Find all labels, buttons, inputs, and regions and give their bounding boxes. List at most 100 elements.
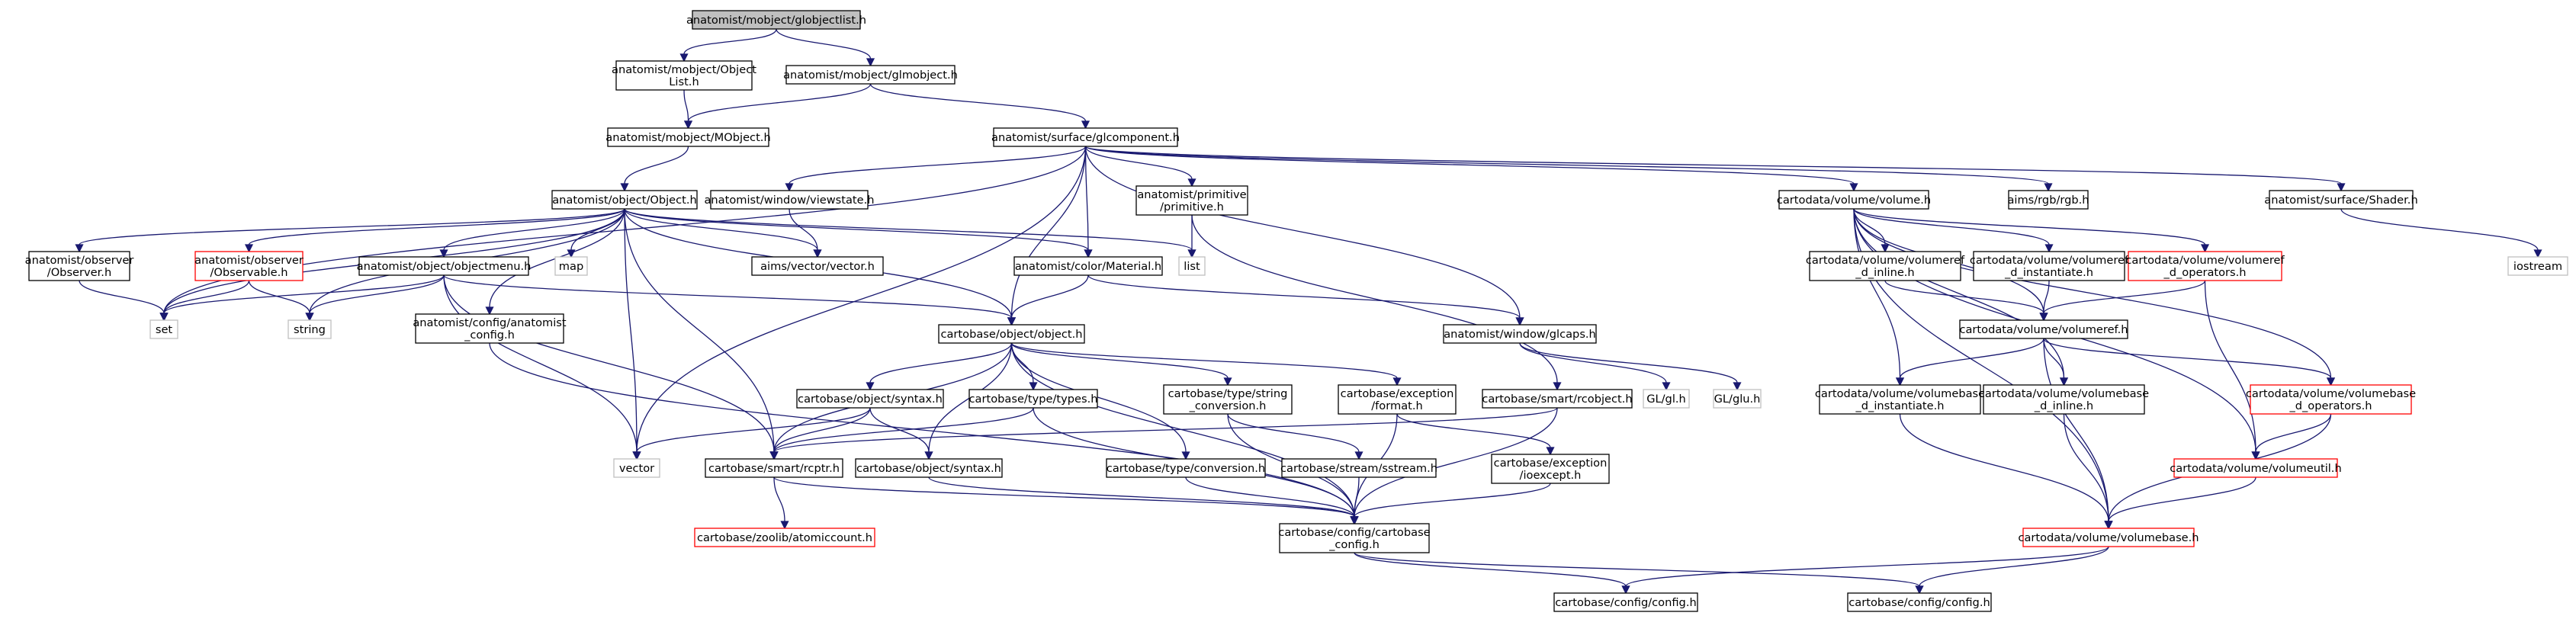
- edge-glcomponent-to-volume: [1084, 146, 1858, 192]
- node-config2[interactable]: cartobase/config/config.h: [1847, 592, 1992, 612]
- edge-glcomponent-to-primitive: [1084, 146, 1196, 188]
- node-label: _d_instantiate.h: [2004, 266, 2093, 279]
- node-label: cartodata/volume/volumebase: [1815, 387, 1985, 400]
- edge-volume-to-volref_ops: [1853, 208, 2210, 253]
- edge-rcptr-to-atomiccount: [773, 476, 789, 530]
- node-observable[interactable]: anatomist/observer/Observable.h: [194, 251, 304, 281]
- node-material[interactable]: anatomist/color/Material.h: [1013, 256, 1163, 276]
- node-label: anatomist/observer: [194, 254, 304, 267]
- node-observer[interactable]: anatomist/observer/Observer.h: [25, 251, 134, 281]
- edge-rcobject-to-rcptr: [769, 407, 1558, 460]
- node-volbase-ops[interactable]: cartodata/volume/volumebase_d_operators.…: [2246, 384, 2416, 415]
- node-label: anatomist/observer: [25, 254, 134, 267]
- edge-volumeref-to-volbase_inst: [1895, 338, 2044, 386]
- node-cobject[interactable]: cartobase/object/object.h: [938, 324, 1085, 344]
- node-sstream[interactable]: cartobase/stream/sstream.h: [1280, 458, 1437, 478]
- node-rgb[interactable]: aims/rgb/rgb.h: [2007, 190, 2089, 210]
- node-label: _d_operators.h: [2289, 399, 2372, 412]
- node-volumeutil[interactable]: cartodata/volume/volumeutil.h: [2170, 458, 2342, 478]
- node-label: cartobase/type/string: [1168, 387, 1288, 400]
- node-excformat[interactable]: cartobase/exception/format.h: [1338, 384, 1457, 415]
- edge-cobject-to-strconv: [1010, 342, 1232, 386]
- node-label: cartobase/config/cartobase: [1278, 526, 1430, 539]
- node-label: cartodata/volume/volumebase: [1979, 387, 2149, 400]
- edge-cobject-to-excformat: [1010, 342, 1402, 386]
- edge-object-to-material: [624, 208, 1093, 258]
- node-label: _d_inline.h: [1855, 266, 1914, 279]
- node-syntax-bot[interactable]: cartobase/object/syntax.h: [855, 458, 1003, 478]
- node-label: _config.h: [464, 329, 515, 342]
- edge-observable-to-set: [159, 280, 250, 322]
- edge-volumeutil-to-volumebase: [2104, 476, 2256, 530]
- node-objectmenu[interactable]: anatomist/object/objectmenu.h: [357, 256, 532, 276]
- node-label: cartodata/volume/volume.h: [1777, 194, 1931, 207]
- edge-primitive-to-rcobject: [1191, 214, 1562, 391]
- node-volbase-inst[interactable]: cartodata/volume/volumebase_d_instantiat…: [1815, 384, 1985, 415]
- node-atomiccount[interactable]: cartobase/zoolib/atomiccount.h: [694, 528, 875, 547]
- node-volumebase[interactable]: cartodata/volume/volumebase.h: [2018, 528, 2199, 547]
- edge-glcaps-to-gl: [1519, 342, 1671, 391]
- node-vector-h[interactable]: aims/vector/vector.h: [751, 256, 884, 276]
- node-primitive[interactable]: anatomist/primitive/primitive.h: [1135, 185, 1248, 216]
- node-vector-std[interactable]: vector: [613, 458, 660, 478]
- node-label: cartobase/object/object.h: [940, 328, 1082, 341]
- node-string[interactable]: string: [287, 319, 332, 339]
- edge-glcaps-to-glu: [1519, 342, 1742, 391]
- node-anaconfig[interactable]: anatomist/config/anatomist_config.h: [413, 313, 567, 344]
- node-strconv[interactable]: cartobase/type/string_conversion.h: [1163, 384, 1293, 415]
- edge-glcomponent-to-rgb: [1084, 146, 2053, 192]
- node-glmobject[interactable]: anatomist/mobject/glmobject.h: [783, 65, 958, 85]
- node-config1[interactable]: cartobase/config/config.h: [1553, 592, 1698, 612]
- node-cbconfig[interactable]: cartobase/config/cartobase_config.h: [1278, 523, 1431, 553]
- node-list[interactable]: list: [1178, 256, 1206, 276]
- edge-shader-to-iostream: [2340, 208, 2542, 258]
- node-glcaps[interactable]: anatomist/window/glcaps.h: [1443, 324, 1597, 344]
- node-label: anatomist/object/Object.h: [552, 194, 697, 207]
- node-label: cartobase/stream/sstream.h: [1280, 462, 1437, 475]
- node-set[interactable]: set: [149, 319, 178, 339]
- node-volume[interactable]: cartodata/volume/volume.h: [1777, 190, 1931, 210]
- node-glu[interactable]: GL/glu.h: [1713, 389, 1762, 409]
- node-rcobject[interactable]: cartobase/smart/rcobject.h: [1482, 389, 1633, 409]
- node-types[interactable]: cartobase/type/types.h: [968, 389, 1098, 409]
- node-volumeref[interactable]: cartodata/volume/volumeref.h: [1959, 319, 2128, 339]
- edge-cobject-to-conversion: [1010, 342, 1190, 460]
- node-label: /Observer.h: [47, 266, 111, 279]
- edge-volumeref-to-volbase_inline: [2043, 338, 2069, 386]
- node-volref-inline[interactable]: cartodata/volume/volumeref_d_inline.h: [1806, 251, 1965, 281]
- edge-object-to-objectmenu: [439, 208, 625, 258]
- edge-observer-to-set: [79, 280, 169, 322]
- node-object[interactable]: anatomist/object/Object.h: [551, 190, 698, 210]
- edge-material-to-glcaps: [1087, 274, 1524, 326]
- node-ioexcept[interactable]: cartobase/exception/ioexcept.h: [1491, 454, 1610, 484]
- node-shader[interactable]: anatomist/surface/Shader.h: [2264, 190, 2418, 210]
- node-glcomponent[interactable]: anatomist/surface/glcomponent.h: [991, 127, 1180, 147]
- node-volref-ops[interactable]: cartodata/volume/volumeref_d_operators.h: [2125, 251, 2285, 281]
- node-label: anatomist/window/glcaps.h: [1444, 328, 1596, 341]
- edge-primitive-to-list: [1187, 215, 1196, 258]
- node-map[interactable]: map: [554, 256, 588, 276]
- edge-volumeref-to-volbase_ops: [2043, 338, 2336, 386]
- node-mobject[interactable]: anatomist/mobject/MObject.h: [605, 127, 771, 147]
- node-conversion[interactable]: cartobase/type/conversion.h: [1106, 458, 1266, 478]
- node-iostream[interactable]: iostream: [2507, 256, 2568, 276]
- edge-objectmenu-to-vector_std: [443, 274, 641, 460]
- edge-cbconfig-to-config2: [1354, 552, 1924, 595]
- edge-rcptr-to-cbconfig: [773, 476, 1359, 525]
- node-label: List.h: [669, 75, 699, 88]
- node-volref-inst[interactable]: cartodata/volume/volumeref_d_instantiate…: [1970, 251, 2129, 281]
- node-label: anatomist/object/objectmenu.h: [357, 260, 532, 273]
- node-label: cartobase/config/config.h: [1848, 596, 1990, 609]
- node-label: anatomist/primitive: [1137, 188, 1246, 201]
- edge-volbase_ops-to-volumeutil: [2251, 413, 2332, 460]
- node-gl[interactable]: GL/gl.h: [1643, 389, 1690, 409]
- node-label: aims/rgb/rgb.h: [2007, 194, 2089, 207]
- node-label: cartobase/exception: [1494, 457, 1608, 470]
- edge-syntax_top-to-syntax_bot: [869, 407, 933, 460]
- node-syntax-top[interactable]: cartobase/object/syntax.h: [796, 389, 944, 409]
- node-rcptr[interactable]: cartobase/smart/rcptr.h: [705, 458, 843, 478]
- node-viewstate[interactable]: anatomist/window/viewstate.h: [704, 190, 875, 210]
- node-root[interactable]: anatomist/mobject/globjectlist.h: [686, 10, 866, 30]
- node-volbase-inline[interactable]: cartodata/volume/volumebase_d_inline.h: [1979, 384, 2149, 415]
